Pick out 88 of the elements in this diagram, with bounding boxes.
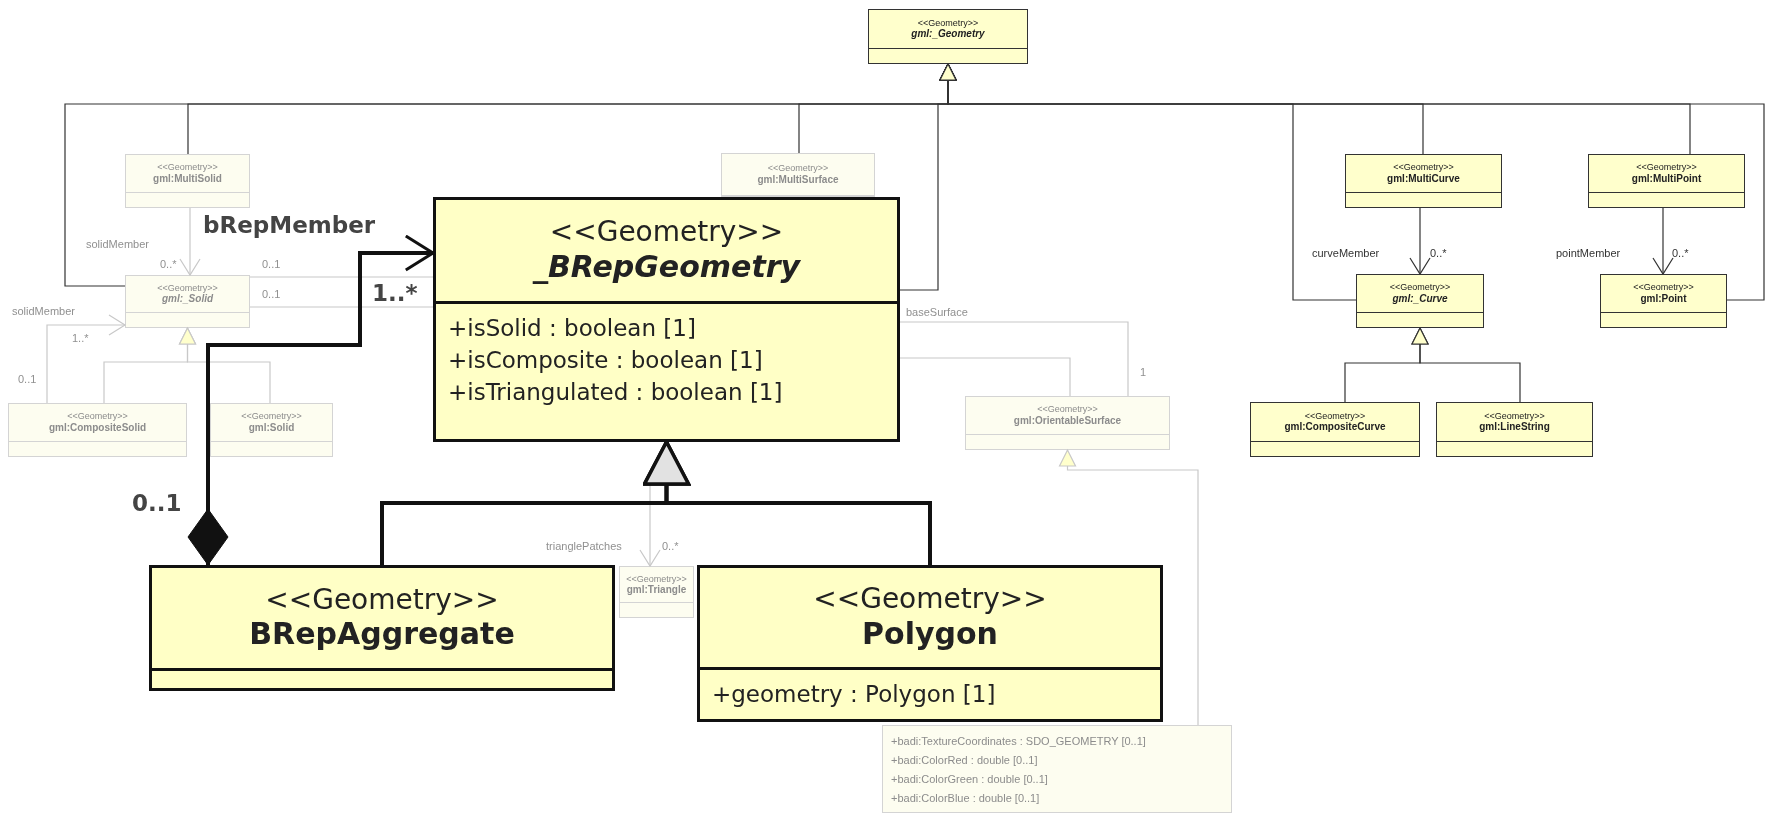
class-name: gml:Point (1640, 292, 1687, 305)
class-box (125, 154, 250, 208)
attribute-text: +badi:ColorGreen : double [0..1] (891, 772, 1049, 787)
multiplicity-label: 0..* (1672, 247, 1689, 259)
association-line (46, 314, 126, 404)
class-box (125, 275, 250, 328)
generalization-line (1058, 449, 1199, 726)
class-box (697, 565, 1163, 722)
attribute-text: +badi:TextureCoordinates : SDO_GEOMETRY [0..1] (891, 734, 1147, 749)
attribute-text: +badi:ColorRed : double [0..1] (891, 753, 1039, 768)
association-line (179, 207, 201, 276)
class-name: _BRepGeometry (532, 248, 801, 285)
class-name: gml:CompositeCurve (1284, 420, 1386, 433)
class-box (882, 725, 1232, 813)
class-name: gml:MultiSolid (153, 172, 222, 185)
class-box (965, 396, 1170, 450)
class-name: gml:MultiCurve (1387, 172, 1460, 185)
stereotype-label: <<Geometry>> (626, 573, 687, 584)
class-name: gml:_Curve (1392, 292, 1448, 305)
stereotype-label: <<Geometry>> (767, 163, 829, 174)
attribute-text: +isComposite : boolean [1] (448, 346, 764, 375)
multiplicity-label: 1..* (372, 280, 418, 306)
association-line (899, 357, 1071, 397)
class-box (1600, 274, 1727, 328)
class-box (1345, 154, 1502, 208)
generalization-line (1411, 327, 1521, 403)
class-name: BRepAggregate (249, 616, 515, 653)
multiplicity-label: 0..* (1430, 247, 1447, 259)
multiplicity-label: 0..* (662, 540, 679, 552)
class-box (1588, 154, 1745, 208)
stereotype-label: <<Geometry>> (157, 162, 218, 173)
association-line (899, 321, 1129, 397)
attribute-text: +badi:ColorBlue : double [0..1] (891, 791, 1041, 806)
class-box (8, 403, 187, 457)
class-box (868, 9, 1028, 64)
stereotype-label: <<Geometry>> (1304, 410, 1366, 421)
class-name: gml:Triangle (626, 583, 687, 596)
class-name: gml:_Solid (161, 293, 214, 306)
multiplicity-label: 1 (1140, 366, 1147, 378)
role-label: bRepMember (203, 212, 376, 238)
stereotype-label: <<Geometry>> (67, 411, 128, 422)
stereotype-label: <<Geometry>> (1636, 162, 1697, 173)
attribute-text: +isSolid : boolean [1] (448, 314, 697, 343)
class-box (619, 566, 694, 618)
role-label: solidMember (86, 238, 149, 250)
class-name: gml:OrientableSurface (1013, 414, 1122, 427)
association-line (1409, 207, 1431, 275)
class-name: gml:LineString (1479, 420, 1550, 433)
association-line (187, 234, 435, 566)
class-box (210, 403, 333, 457)
stereotype-label: <<Geometry>> (265, 583, 499, 617)
class-box (149, 565, 615, 691)
multiplicity-label: 0..1 (132, 490, 182, 516)
multiplicity-label: 0..1 (262, 258, 281, 270)
class-name: gml:MultiPoint (1631, 172, 1702, 185)
stereotype-label: <<Geometry>> (241, 411, 302, 422)
stereotype-label: <<Geometry>> (1389, 282, 1451, 293)
multiplicity-label: 0..1 (262, 288, 281, 300)
multiplicity-label: 0..1 (18, 373, 37, 385)
class-box (1356, 274, 1484, 328)
role-label: baseSurface (906, 306, 968, 318)
class-name: gml:CompositeSolid (48, 421, 147, 434)
attribute-text: +geometry : Polygon [1] (712, 680, 997, 709)
role-label: solidMember (12, 305, 75, 317)
class-name: gml:Solid (248, 421, 295, 434)
generalization-line (178, 327, 271, 404)
stereotype-label: <<Geometry>> (157, 282, 218, 294)
stereotype-label: <<Geometry>> (1393, 162, 1454, 173)
role-label: curveMember (1312, 247, 1380, 259)
multiplicity-label: 1..* (72, 332, 89, 344)
stereotype-label: <<Geometry>> (917, 17, 979, 28)
stereotype-label: <<Geometry>> (1484, 410, 1545, 421)
stereotype-label: <<Geometry>> (549, 216, 784, 249)
role-label: pointMember (1556, 247, 1621, 259)
role-label: trianglePatches (546, 540, 622, 552)
attribute-text: +isTriangulated : boolean [1] (448, 378, 784, 407)
stereotype-label: <<Geometry>> (1037, 404, 1098, 415)
class-box (1250, 402, 1420, 457)
association-line (1652, 207, 1674, 275)
stereotype-label: <<Geometry>> (1633, 282, 1694, 293)
class-box (433, 197, 900, 442)
stereotype-label: <<Geometry>> (813, 583, 1047, 616)
generalization-line (642, 440, 932, 565)
class-name: gml:MultiSurface (757, 173, 839, 186)
class-box (1436, 402, 1593, 457)
class-name: gml:_Geometry (911, 27, 985, 40)
class-name: Polygon (862, 615, 998, 652)
class-box (721, 153, 875, 197)
